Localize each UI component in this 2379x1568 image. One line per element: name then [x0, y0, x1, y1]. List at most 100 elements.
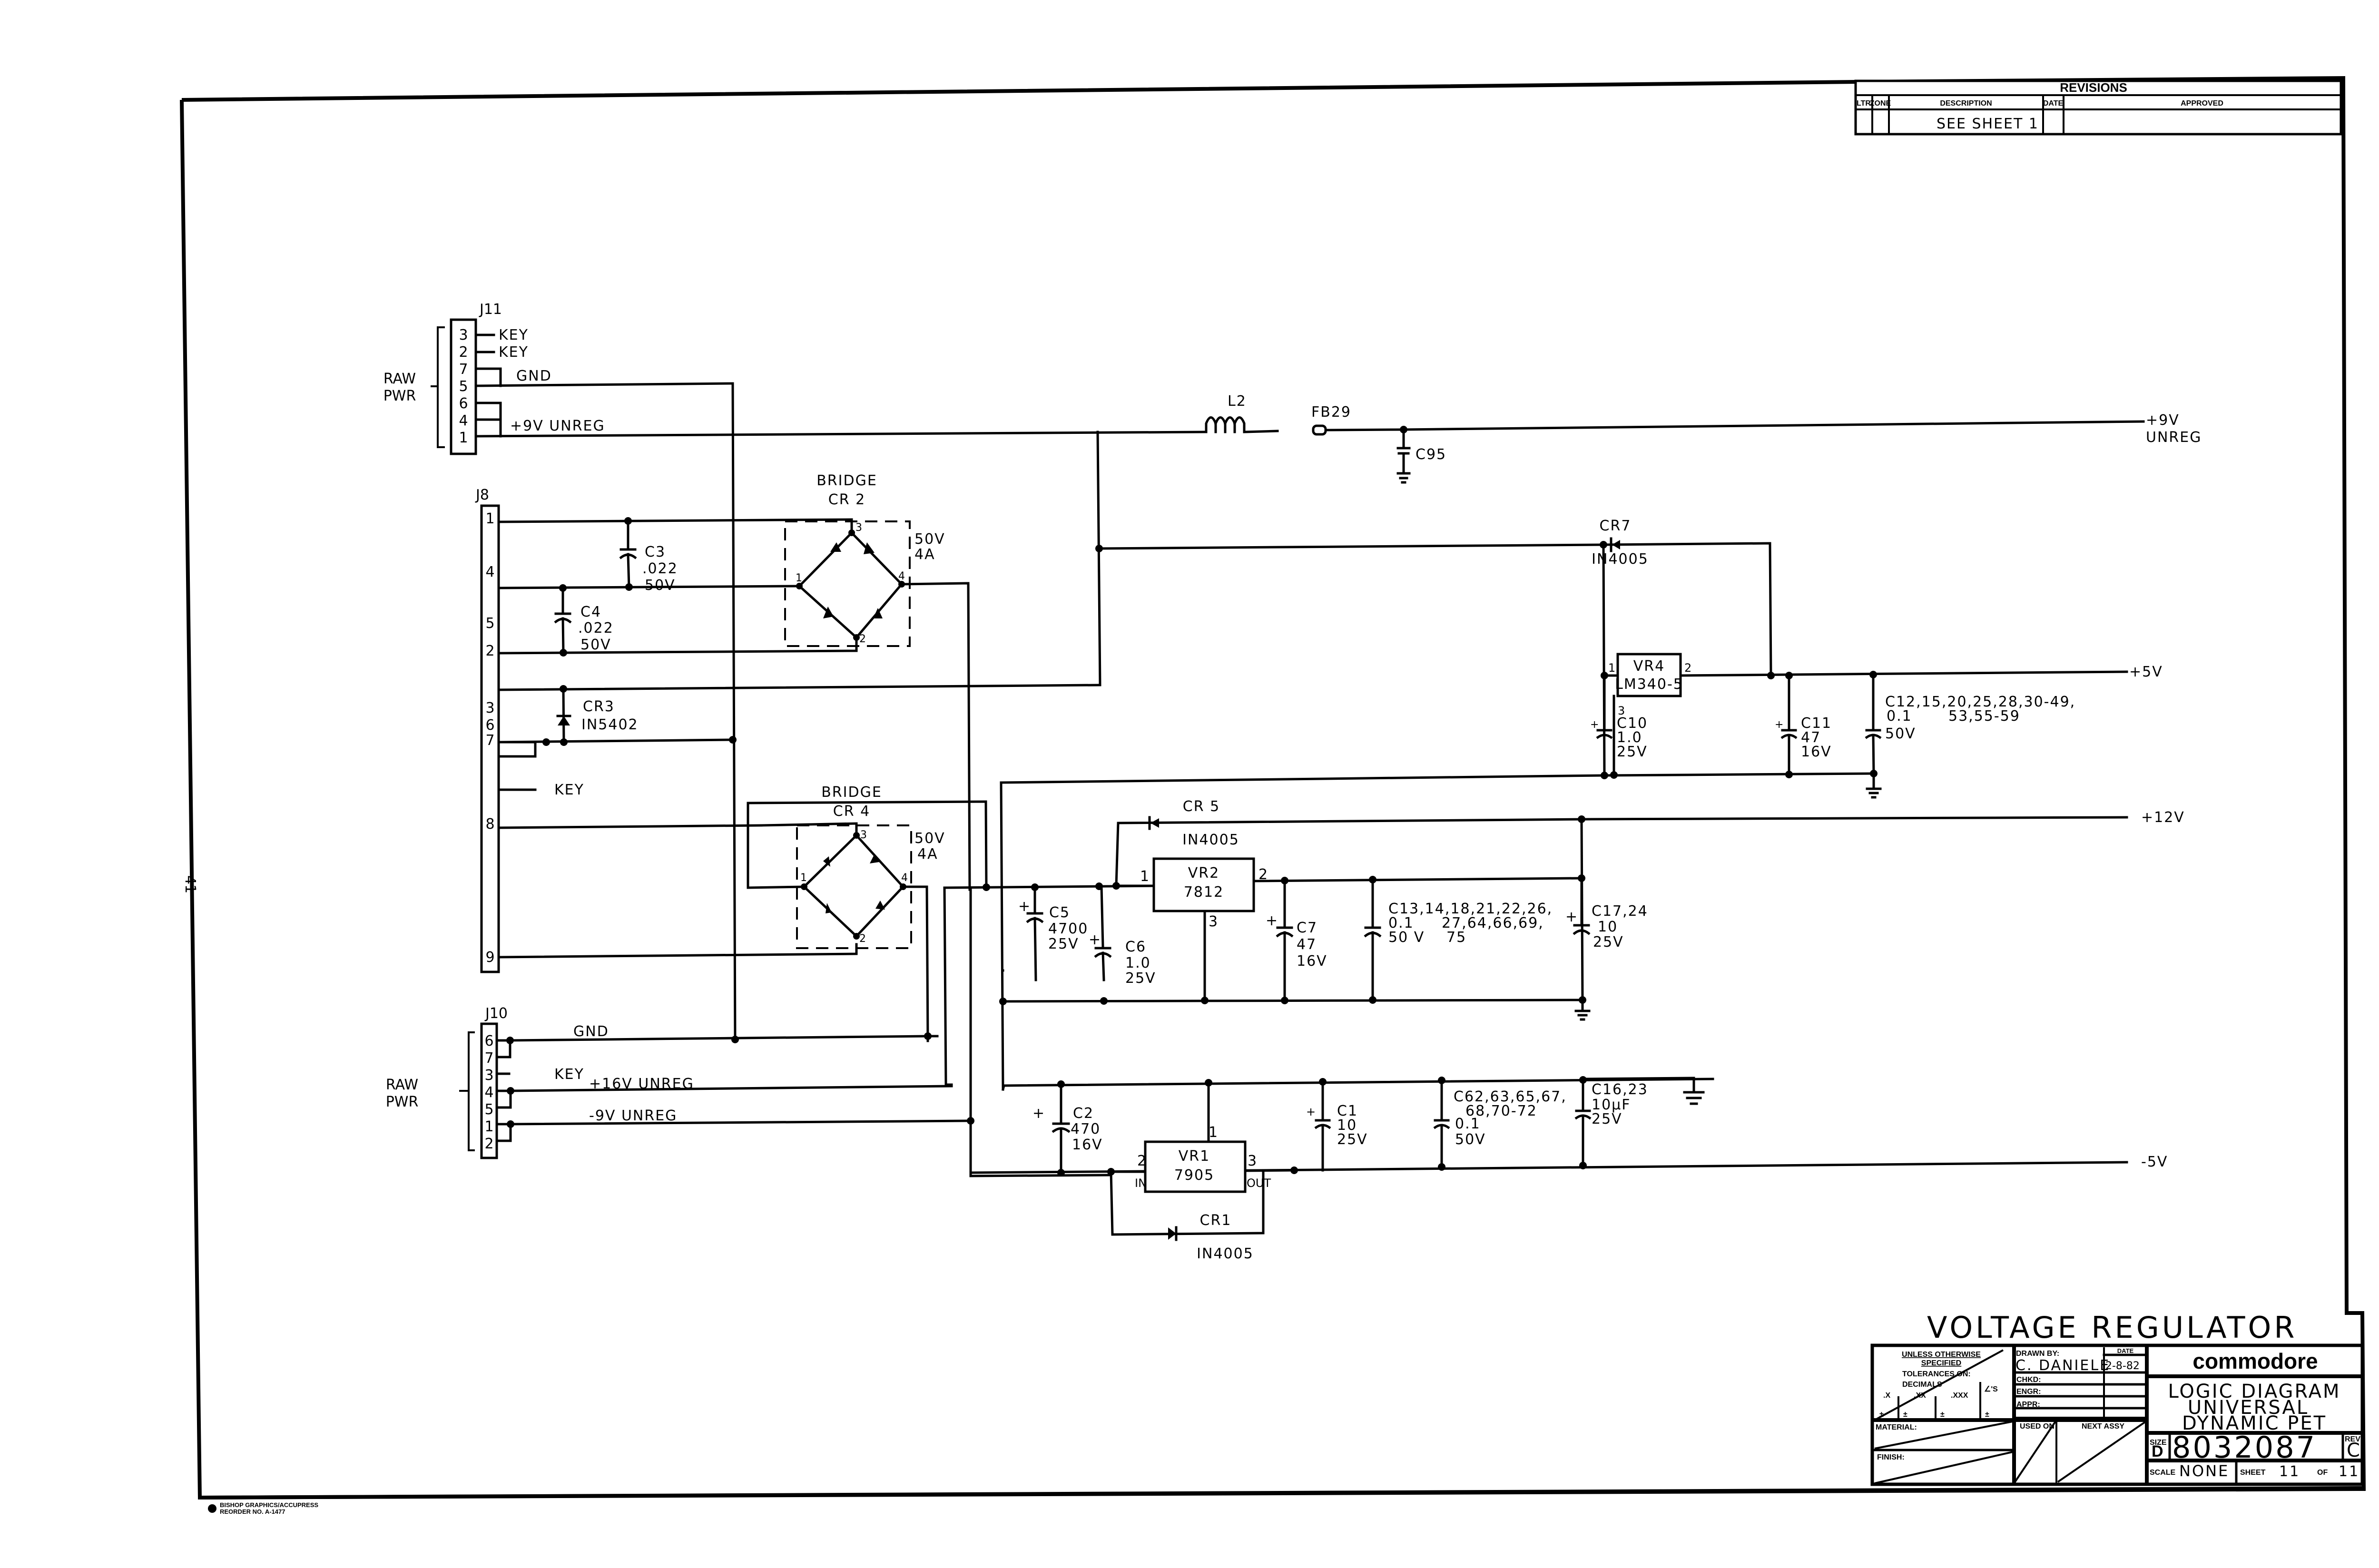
c12-group-value: 0.1: [1887, 708, 1912, 725]
vr2-pin-1: 1: [1140, 868, 1149, 885]
c1-polarity-icon: +: [1306, 1105, 1317, 1118]
c11-polarity-icon: +: [1775, 719, 1784, 731]
vr4-part: LM340-5: [1615, 676, 1683, 693]
desc-line-2: UNIVERSAL: [2188, 1397, 2309, 1419]
regulator-vr1: VR1 7905 2 IN 3 OUT 1: [1110, 1081, 1296, 1193]
c13-group-value: 0.1: [1388, 915, 1414, 931]
j10-pin-4: 4: [484, 1084, 493, 1101]
c17-value: 10: [1598, 919, 1618, 935]
decimals-label: DECIMALS: [1902, 1381, 1942, 1389]
j11-pin-5: 5: [459, 378, 468, 395]
c6-ref: C6: [1125, 939, 1146, 955]
c17-voltage: 25V: [1593, 934, 1624, 951]
vr1-out-label: OUT: [1247, 1176, 1271, 1190]
output-5v-label: +5V: [2129, 664, 2163, 680]
cr5-part: IN4005: [1182, 832, 1239, 848]
size-value: D: [2152, 1442, 2163, 1460]
tol-col-xxx: .XXX: [1951, 1392, 1968, 1400]
j8-pin-9: 9: [485, 949, 494, 966]
vr1-part: 7905: [1174, 1167, 1214, 1184]
capacitor-c1: + C1 10 25V: [1306, 1080, 1367, 1172]
fb29-ref: FB29: [1311, 404, 1351, 421]
title-block: VOLTAGE REGULATOR UNLESS OTHERWISE SPECI…: [1870, 1310, 2364, 1486]
tolerances-on-label: TOLERANCES ON:: [1902, 1370, 1971, 1378]
capacitor-c11: + C11 47 16V: [1775, 674, 1832, 776]
vr1-pin-3: 3: [1248, 1153, 1257, 1169]
engr-label: ENGR:: [2016, 1388, 2041, 1396]
capacitor-c4: C4 .022 50V: [554, 584, 613, 657]
j8-pin-2: 2: [485, 643, 494, 659]
capacitor-c17-c24: + C17,24 10 25V: [1565, 877, 1648, 951]
c17-polarity-icon: +: [1565, 909, 1578, 925]
rev-col-ltr: LTR: [1857, 99, 1871, 108]
drawn-by-label: DRAWN BY:: [2016, 1350, 2059, 1358]
j8-pin-4: 4: [485, 564, 494, 580]
capacitor-group-c12: C12,15,20,25,28,30-49, 0.1 53,55-59 50V: [1865, 673, 2074, 775]
c2-value: 470: [1071, 1121, 1101, 1137]
j8-pin-5: 5: [485, 615, 494, 632]
c62-group-refs-1: C62,63,65,67,: [1454, 1088, 1567, 1105]
printer-reorder: REORDER NO. A-1477: [220, 1508, 285, 1515]
j8-pin-8: 8: [485, 816, 494, 833]
c62-group-value: 0.1: [1455, 1116, 1481, 1132]
j8-pin-1: 1: [485, 510, 494, 527]
vr4-pin-1: 1: [1608, 661, 1615, 675]
vr1-pin-1: 1: [1209, 1124, 1218, 1141]
c3-value: .022: [642, 560, 678, 577]
j11-key-label-1: KEY: [499, 327, 529, 343]
c3-voltage: 50V: [645, 577, 676, 594]
c10-ref: C10: [1617, 715, 1648, 732]
j10-pin-1: 1: [484, 1118, 493, 1135]
ground-symbol-12v: [1574, 999, 1591, 1021]
cr4-rating-voltage: 50V: [914, 830, 945, 847]
c11-voltage: 16V: [1801, 744, 1832, 760]
cr3-part: IN5402: [581, 716, 639, 733]
vr2-part: 7812: [1184, 884, 1224, 901]
cr2-pin-2: 2: [859, 633, 866, 645]
cr5-ref: CR 5: [1183, 798, 1220, 815]
rev-label: REV: [2345, 1435, 2360, 1443]
j8-pin-7: 7: [485, 732, 494, 749]
j10-raw-label: RAW: [386, 1077, 418, 1093]
c3-ref: C3: [645, 544, 666, 560]
connector-j11: J11 RAW PWR 3 2 7 5 6 4 1 KEY KEY GND +9…: [383, 301, 604, 455]
capacitor-group-c13: C13,14,18,21,22,26, 0.1 27,64,66,69, 50 …: [1364, 878, 1552, 1001]
desc-line-3: DYNAMIC PET: [2182, 1412, 2327, 1434]
cr4-pin-4: 4: [901, 872, 908, 884]
vr4-pin-3: 3: [1618, 704, 1625, 717]
vr2-pin-3: 3: [1209, 913, 1218, 930]
j10-pin-6: 6: [484, 1033, 493, 1049]
j11-pwr-label: PWR: [383, 388, 416, 404]
output-neg5v-label: -5V: [2141, 1154, 2168, 1170]
c16-ref: C16,23: [1592, 1081, 1648, 1098]
output-9v-unreg-label: UNREG: [2146, 429, 2202, 446]
drawn-by-value: C. DANIELE: [2015, 1357, 2110, 1374]
tol-pm-xx: ±: [1903, 1411, 1907, 1419]
rev-value: C: [2347, 1440, 2361, 1461]
rev-col-description: DESCRIPTION: [1940, 99, 1992, 108]
j10-pin-7: 7: [484, 1050, 493, 1067]
j11-pin-6: 6: [459, 395, 468, 412]
bridge-rectifier-cr4: BRIDGE CR 4 3 1 4 2 50V 4A: [796, 784, 945, 949]
of-value: 11: [2339, 1463, 2359, 1480]
tol-col-angles: ∠'S: [1984, 1385, 1998, 1393]
diode-cr1: CR1 IN4005: [1110, 1169, 1265, 1262]
j10-key-label: KEY: [554, 1066, 584, 1083]
rev-col-zone: ZONE: [1870, 99, 1891, 108]
j8-pin-3: 3: [485, 700, 494, 716]
c7-voltage: 16V: [1297, 953, 1327, 970]
capacitor-c2: + C2 470 16V: [1032, 1083, 1102, 1174]
sheet-border-bottom: [199, 1486, 2363, 1499]
of-label: OF: [2317, 1469, 2328, 1477]
scale-value: NONE: [2179, 1462, 2229, 1480]
c2-ref: C2: [1073, 1105, 1094, 1122]
cr2-ref: CR 2: [828, 491, 865, 508]
cr1-part: IN4005: [1197, 1245, 1254, 1262]
tol-col-x: .X: [1883, 1392, 1890, 1400]
c17-ref: C17,24: [1592, 903, 1648, 920]
c11-value: 47: [1801, 729, 1821, 746]
tol-col-xx: .XX: [1914, 1392, 1926, 1400]
capacitor-c10: + C10 1.0 25V: [1590, 674, 1648, 760]
cr2-bridge-title: BRIDGE: [816, 472, 877, 489]
cr7-ref: CR7: [1600, 518, 1632, 534]
